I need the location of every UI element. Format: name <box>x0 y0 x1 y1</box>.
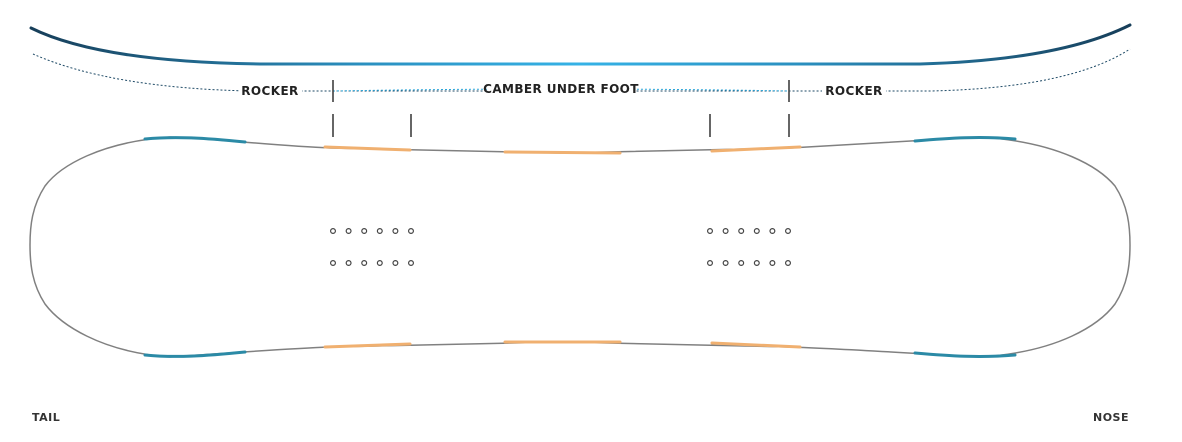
label-background <box>240 81 302 100</box>
nose-binding-insert-hole <box>784 228 791 235</box>
camber-edge-tail-bottom <box>323 342 412 349</box>
label-background <box>488 80 634 99</box>
tail-binding-insert-hole <box>330 228 337 235</box>
nose-binding-insert-hole <box>722 228 729 235</box>
tail-binding-insert-hole <box>361 260 368 267</box>
board-outline <box>29 136 1131 358</box>
tail-binding-insert-hole <box>345 228 352 235</box>
rocker-tail-label: ROCKER <box>241 84 298 98</box>
nose-binding-insert-hole <box>784 260 791 267</box>
rocker-edge-tail-bottom <box>143 350 247 358</box>
tail-binding-insert-hole <box>392 228 399 235</box>
rocker-edge-nose-top <box>913 136 1017 143</box>
tail-label: TAIL <box>32 411 60 424</box>
nose-binding-insert-hole <box>722 260 729 267</box>
nose-binding-insert-hole <box>706 228 713 235</box>
tail-binding-insert-hole <box>376 228 383 235</box>
nose-binding-insert-hole <box>753 260 760 267</box>
nose-binding-insert-hole <box>738 260 745 267</box>
label-background <box>822 81 886 100</box>
camber-edge-nose-bottom <box>710 341 802 349</box>
tail-binding-insert-hole <box>345 260 352 267</box>
tail-binding-insert-hole <box>330 260 337 267</box>
binding-inserts <box>330 228 791 267</box>
camber-edge-nose-top <box>710 145 802 153</box>
rocker-edge-nose-bottom <box>913 351 1017 358</box>
camber-edge-center-top <box>503 150 622 155</box>
nose-binding-insert-hole <box>738 228 745 235</box>
nose-binding-insert-hole <box>769 228 776 235</box>
tail-binding-insert-hole <box>392 260 399 267</box>
camber-label: CAMBER UNDER FOOT <box>483 82 639 96</box>
tail-binding-insert-hole <box>408 260 415 267</box>
nose-binding-insert-hole <box>706 260 713 267</box>
tail-binding-insert-hole <box>408 228 415 235</box>
nose-binding-insert-hole <box>753 228 760 235</box>
zone-markers <box>332 80 790 137</box>
camber-edge-tail-top <box>323 145 412 152</box>
board-top-view <box>29 136 1131 358</box>
profile-zone-labels: ROCKER CAMBER UNDER FOOT ROCKER <box>240 80 886 100</box>
profile-curve <box>29 23 1132 66</box>
tail-binding-insert-hole <box>376 260 383 267</box>
rocker-nose-label: ROCKER <box>825 84 882 98</box>
nose-label: NOSE <box>1093 411 1129 424</box>
tail-binding-insert-hole <box>361 228 368 235</box>
rocker-edge-tail-top <box>143 136 247 144</box>
nose-binding-insert-hole <box>769 260 776 267</box>
